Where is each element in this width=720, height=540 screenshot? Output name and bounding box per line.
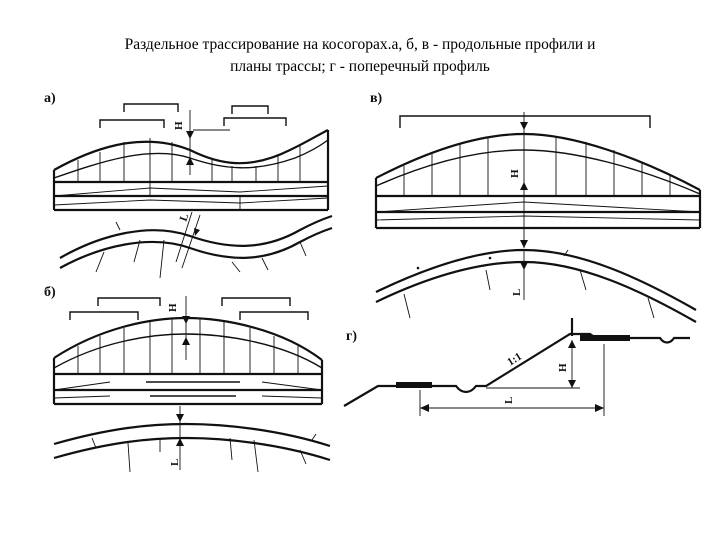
caption-line-1: Раздельное трассирование на косогорах.а,… [124, 36, 596, 53]
panel-a-profile-second [53, 139, 329, 179]
panel-b-label: б) [44, 285, 56, 300]
panel-v-h-arrow-plan [520, 240, 528, 248]
panel-g-h-arrow-top [568, 340, 576, 348]
panel-g-l-label: L [503, 397, 515, 404]
panel-a-band-line-2 [53, 197, 329, 206]
panel-b-bracket-4 [239, 311, 309, 320]
panel-v-l-label: L [511, 289, 523, 296]
panel-b-plan-top [53, 422, 331, 448]
panel-g-slope-label: 1:1 [505, 351, 524, 369]
panel-g: г) 1:1 H L [343, 318, 690, 416]
panel-g-h-label: H [557, 363, 569, 372]
panel-a-l-line-2 [175, 211, 193, 263]
panel-b-l-arrow-top [176, 414, 184, 422]
panel-b-profile-top [53, 316, 323, 361]
panel-v-band-lines [375, 201, 701, 221]
panel-v-dot [416, 266, 420, 270]
panel-v-profile-top [375, 132, 701, 191]
panel-v-label: в) [370, 91, 383, 106]
panel-a-h-arrow-bottom [186, 157, 194, 165]
panel-b-l-label: L [169, 459, 181, 466]
panel-v-bracket [399, 115, 651, 128]
caption-line-2: планы трассы; г - поперечный профиль [230, 58, 490, 75]
panel-b-band-lines [53, 381, 323, 399]
panel-g-ground-profile [343, 332, 690, 407]
panel-a-label: а) [44, 91, 56, 106]
panel-a-plan-top [59, 214, 333, 259]
panel-a-bracket-2 [123, 103, 179, 112]
panel-g-road-lower [396, 382, 432, 388]
panel-v-h-arrow-bottom [520, 182, 528, 190]
panel-b-plan-ticks [91, 433, 317, 473]
panel-b-profile-second [53, 333, 323, 369]
panel-g-label: г) [346, 329, 357, 344]
panel-v-h-arrow-top [520, 122, 528, 130]
panel-v-plan-top [375, 248, 697, 311]
panel-a: а) H [44, 91, 333, 279]
panel-v-profile-second [375, 149, 701, 195]
panel-v-plan-bottom [375, 260, 697, 323]
panel-a-l-label: L [178, 212, 192, 223]
panel-v-h-label: H [509, 169, 521, 178]
panel-a-plan-ticks [95, 221, 307, 279]
panel-b-bracket-1 [97, 297, 161, 306]
panel-g-l-arrow-left [420, 404, 429, 412]
panel-v-dot-2 [488, 256, 492, 260]
panel-a-bracket-1 [99, 119, 165, 128]
panel-a-ordinates [77, 138, 301, 182]
panel-b-bracket-3 [221, 297, 291, 306]
panel-a-l-line [181, 214, 201, 269]
panel-a-l-arrow [194, 228, 200, 236]
panel-v-ordinates [403, 136, 671, 196]
panel-v: в) H L [370, 91, 702, 323]
panel-a-bracket-3 [223, 117, 287, 126]
panel-g-road-upper [580, 335, 630, 341]
panel-a-bracket-4 [231, 105, 269, 114]
panel-b-h-label: H [167, 303, 179, 312]
panel-b-bracket-2 [69, 311, 139, 320]
panel-a-profile-top [53, 129, 329, 171]
panel-a-h-arrow-top [186, 131, 194, 139]
panel-a-plan-bottom [59, 226, 333, 269]
figure-caption: Раздельное трассирование на косогорах.а,… [20, 34, 700, 78]
panel-a-h-label: H [173, 121, 185, 130]
panel-g-h-arrow-bottom [568, 380, 576, 388]
panel-b-plan-bottom [53, 436, 331, 462]
panel-v-plan-ticks [403, 249, 655, 319]
panel-b-h-arrow-bottom [182, 337, 190, 345]
panel-b-l-arrow-bottom [176, 438, 184, 446]
panel-g-l-arrow-right [595, 404, 604, 412]
panel-a-band-line [53, 185, 329, 197]
panel-b-ordinates [77, 319, 299, 374]
panel-b: б) H L [44, 285, 331, 473]
panel-v-l-arrow [520, 262, 528, 270]
